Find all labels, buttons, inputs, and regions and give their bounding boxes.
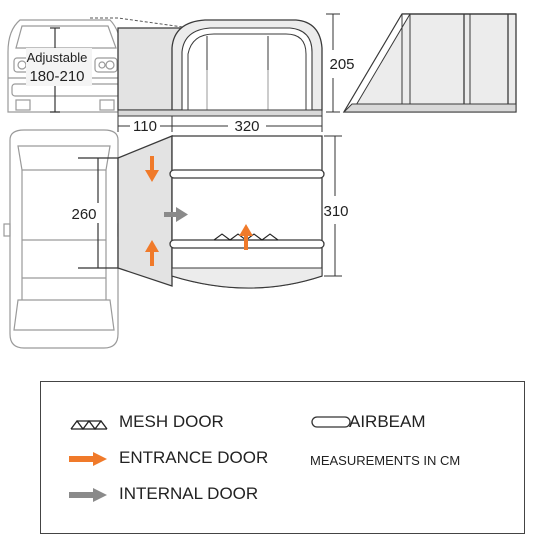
entrance-arrow-bottom-icon <box>145 240 159 266</box>
side-height-value: 205 <box>329 56 354 73</box>
van-top-view <box>3 129 125 349</box>
legend-internal-door: INTERNAL DOOR <box>119 484 259 503</box>
length-dimensions <box>117 116 323 132</box>
legend-mesh-door: MESH DOOR <box>119 412 224 431</box>
mesh-door-icon <box>70 419 108 431</box>
tent-front-view <box>117 19 323 117</box>
legend-box: MESH DOOR ENTRANCE DOOR INTERNAL DOOR AI… <box>40 381 525 534</box>
tunnel-width-value: 260 <box>71 206 96 223</box>
adjustable-label: Adjustable <box>27 50 88 65</box>
entrance-arrow-icon <box>69 452 107 466</box>
roof-dashed-line <box>90 17 191 29</box>
tent-plan <box>171 135 323 289</box>
tent-width-value: 310 <box>323 203 348 220</box>
side-height-dimension <box>326 13 340 113</box>
internal-arrow-icon <box>69 488 107 502</box>
legend-airbeam: AIRBEAM <box>349 412 426 431</box>
tent-side-view <box>342 13 517 113</box>
airbeam-upper <box>169 169 325 179</box>
tent-length: 320 <box>234 118 259 135</box>
internal-arrow-plan-icon <box>164 207 188 222</box>
entrance-arrow-top-icon <box>145 156 159 182</box>
adjustable-range: 180-210 <box>29 68 84 85</box>
entrance-arrow-mesh-icon <box>239 224 253 250</box>
tent-width-dimension <box>324 135 342 277</box>
tunnel-plan <box>117 135 173 287</box>
tunnel-length: 110 <box>133 118 157 135</box>
legend-measurements: MEASUREMENTS IN CM <box>310 453 461 468</box>
airbeam-icon <box>311 416 351 428</box>
legend-entrance-door: ENTRANCE DOOR <box>119 448 269 467</box>
